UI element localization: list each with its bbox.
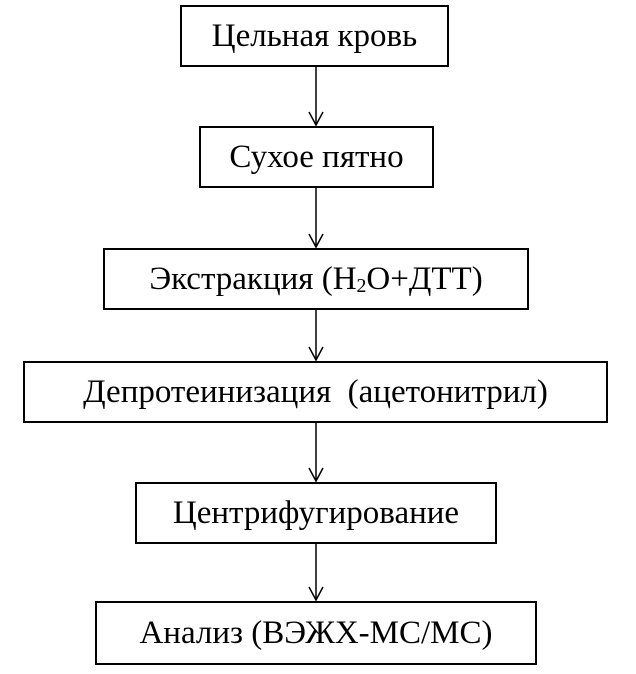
step-label: Цельная кровь xyxy=(211,17,418,54)
step-label-prefix: Экстракция (H xyxy=(149,260,357,297)
arrow-5 xyxy=(308,544,324,602)
arrow-4 xyxy=(308,423,324,483)
step-box-extraction: Экстракция (H2O+ДТТ) xyxy=(103,248,529,310)
arrow-2 xyxy=(308,188,324,249)
step-label: Сухое пятно xyxy=(229,138,404,175)
step-label: Центрифугирование xyxy=(172,494,460,531)
step-box-analysis: Анализ (ВЭЖХ-МС/МС) xyxy=(95,601,537,665)
step-label: Анализ (ВЭЖХ-МС/МС) xyxy=(139,614,493,651)
arrow-3 xyxy=(308,310,324,362)
arrow-1 xyxy=(308,67,324,127)
step-label: Депротеинизация (ацетонитрил) xyxy=(83,373,548,410)
step-box-dry-spot: Сухое пятно xyxy=(199,126,434,188)
step-box-centrifugation: Центрифугирование xyxy=(135,482,497,544)
step-box-whole-blood: Цельная кровь xyxy=(180,5,449,67)
step-label-subscript: 2 xyxy=(356,274,367,297)
step-box-deproteinization: Депротеинизация (ацетонитрил) xyxy=(23,361,608,423)
step-label: Экстракция (H2O+ДТТ) xyxy=(149,260,483,297)
step-label-suffix: O+ДТТ) xyxy=(366,260,483,297)
